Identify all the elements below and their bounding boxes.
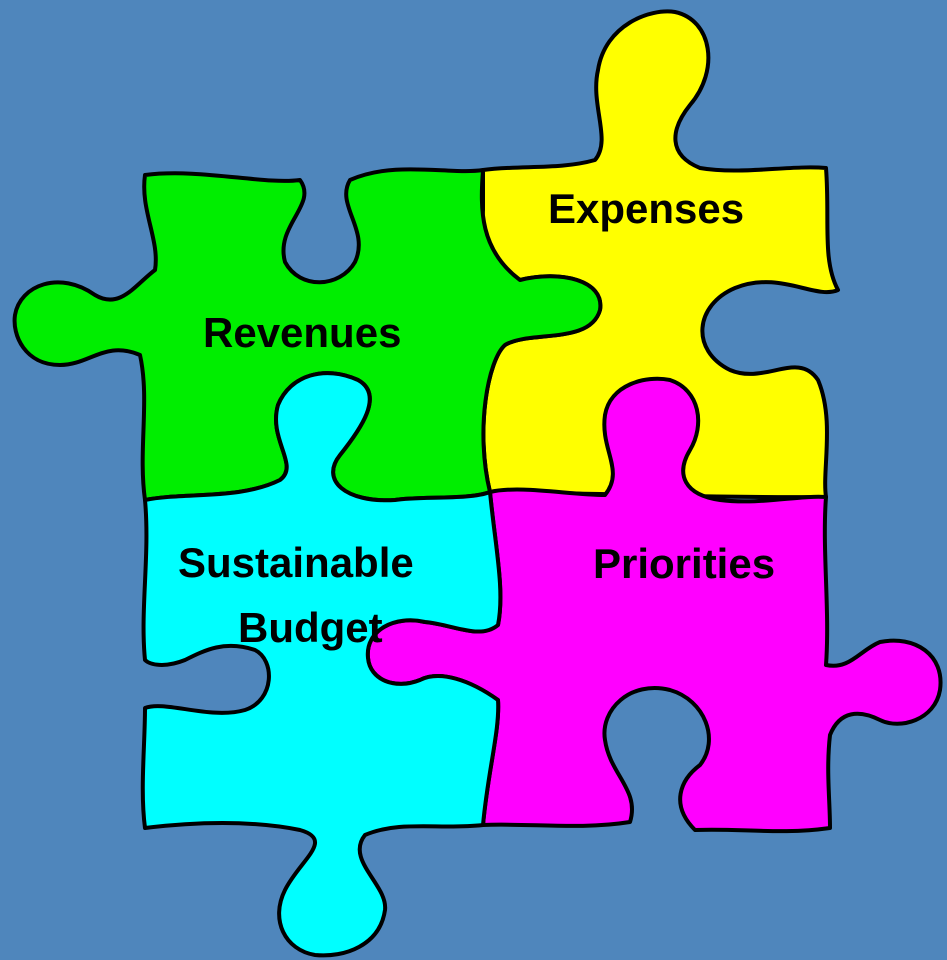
revenues-label: Revenues — [203, 309, 401, 356]
budget-label: Budget — [238, 604, 383, 651]
sustainable-label: Sustainable — [178, 539, 414, 586]
puzzle-piece-sustainable-budget — [140, 371, 503, 958]
expenses-label: Expenses — [548, 185, 744, 232]
priorities-label: Priorities — [593, 540, 775, 587]
